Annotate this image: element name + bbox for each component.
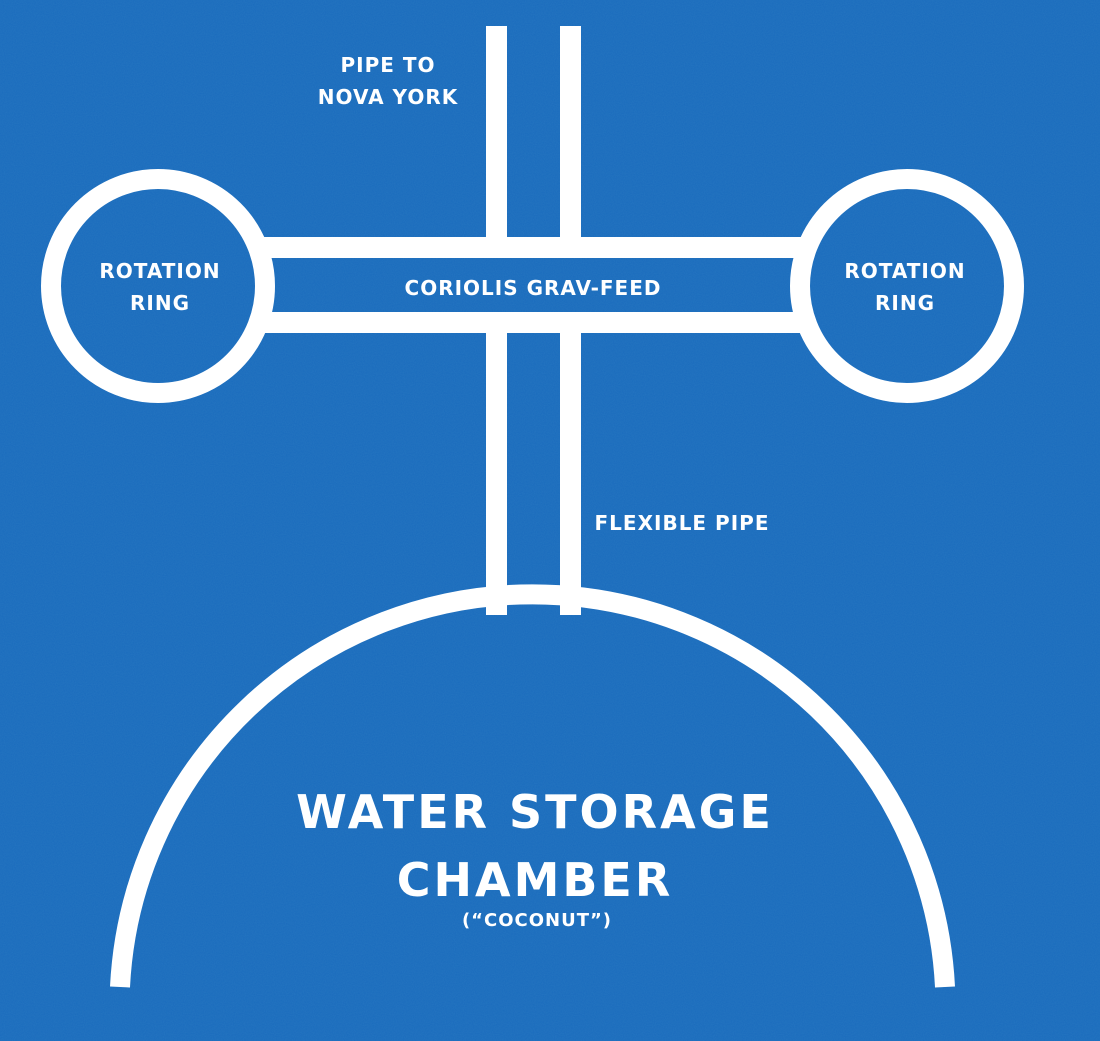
flexible-pipe-label: FLEXIBLE PIPE	[595, 511, 770, 535]
chamber-label-line3: (“COCONUT”)	[462, 910, 612, 931]
left-rotation-ring	[41, 169, 275, 403]
pipe-upper-left-wall	[486, 26, 507, 238]
coriolis-channel-top-wall	[255, 237, 810, 258]
flexible-pipe-right-wall	[560, 333, 581, 615]
chamber-label-line1: WATER STORAGE	[296, 785, 774, 839]
coriolis-channel-bottom-wall	[255, 312, 810, 333]
chamber-label-line2: CHAMBER	[397, 853, 674, 907]
left-ring-label-line2: RING	[130, 291, 190, 315]
pipe-to-label-line1: PIPE TO	[340, 53, 435, 77]
flexible-pipe-left-wall	[486, 333, 507, 615]
water-storage-chamber-dome	[110, 584, 955, 988]
right-ring-label-line1: ROTATION	[844, 259, 965, 283]
pipe-upper-right-wall	[560, 26, 581, 238]
left-ring-label-line1: ROTATION	[99, 259, 220, 283]
right-rotation-ring	[790, 169, 1024, 403]
coriolis-label: CORIOLIS GRAV-FEED	[405, 276, 662, 300]
right-ring-label-line2: RING	[875, 291, 935, 315]
pipe-to-label-line2: NOVA YORK	[318, 85, 459, 109]
